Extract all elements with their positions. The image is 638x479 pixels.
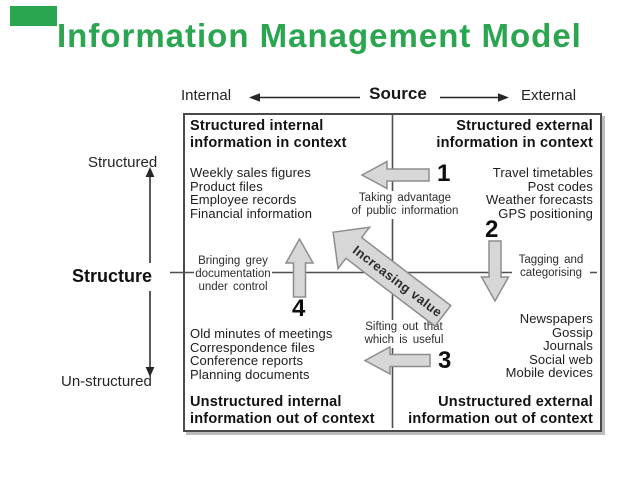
header-line: Structured internal <box>190 118 324 134</box>
list-item: Travel timetables <box>492 165 593 180</box>
list-item: Weekly sales figures <box>190 165 311 180</box>
caption-line: Tagging and <box>518 254 584 266</box>
axis-label-unstructured: Un-structured <box>61 373 152 390</box>
flow-3-number: 3 <box>438 347 452 374</box>
caption-line: documentation <box>195 267 271 280</box>
list-item: Conference reports <box>190 353 304 369</box>
flow-4-number: 4 <box>292 295 306 322</box>
axis-label-structure: Structure <box>72 266 153 286</box>
list-item: Gossip <box>551 324 593 340</box>
quadrant-top-left-items: Weekly sales figures Product files Emplo… <box>190 166 312 220</box>
list-item: Employee records <box>190 192 297 208</box>
caption-line: which is useful <box>364 333 444 346</box>
header-line: information in context <box>436 134 593 151</box>
quadrant-top-right-items: Travel timetables Post codes Weather for… <box>486 166 593 220</box>
page-title: Information Management Model <box>57 17 582 54</box>
structure-axis-down-arrow-icon <box>145 291 155 377</box>
list-item: Correspondence files <box>190 339 315 355</box>
flow-3-caption: Sifting out that which is useful <box>364 320 444 348</box>
list-item: Old minutes of meetings <box>190 326 333 341</box>
list-item: Journals <box>543 338 593 354</box>
footer-line: information out of context <box>190 410 375 427</box>
quadrant-bottom-left-items: Old minutes of meetings Correspondence f… <box>190 327 332 381</box>
list-item: Social web <box>529 351 593 367</box>
footer-line: Unstructured external <box>438 394 593 410</box>
axis-label-external: External <box>521 87 577 104</box>
caption-line: categorising <box>519 266 582 279</box>
list-item: Post codes <box>527 178 593 194</box>
list-item: Weather forecasts <box>486 192 593 208</box>
caption-line: under control <box>198 280 268 293</box>
caption-line: Taking advantage <box>358 192 452 204</box>
quadrant-bottom-right-footer: Unstructured external information out of… <box>408 394 593 427</box>
footer-line: Unstructured internal <box>190 394 342 410</box>
axis-label-source: Source <box>369 84 427 103</box>
list-item: GPS positioning <box>498 205 593 221</box>
source-axis-left-arrow-icon <box>249 93 360 102</box>
list-item: Newspapers <box>519 311 593 326</box>
caption-line: of public information <box>351 204 459 217</box>
source-axis-right-arrow-icon <box>440 93 509 102</box>
flow-2-number: 2 <box>485 216 499 243</box>
caption-line: Bringing grey <box>198 255 268 267</box>
flow-1-caption: Taking advantage of public information <box>350 191 460 219</box>
list-item: Product files <box>190 178 263 194</box>
slide-accent-bar <box>10 6 57 26</box>
footer-line: information out of context <box>408 410 593 427</box>
quadrant-top-right-header: Structured external information in conte… <box>436 118 593 151</box>
axis-label-internal: Internal <box>181 87 232 104</box>
header-line: Structured external <box>456 118 593 134</box>
header-line: information in context <box>190 134 347 151</box>
caption-line: Sifting out that <box>365 321 443 333</box>
quadrant-top-left-header: Structured internal information in conte… <box>190 118 347 151</box>
list-item: Planning documents <box>190 366 310 382</box>
flow-4-caption: Bringing grey documentation under contro… <box>194 254 272 295</box>
quadrant-bottom-right-items: Newspapers Gossip Journals Social web Mo… <box>506 312 593 380</box>
axis-label-structured: Structured <box>88 154 158 171</box>
flow-1-number: 1 <box>437 160 451 187</box>
list-item: Financial information <box>190 205 313 221</box>
list-item: Mobile devices <box>505 365 593 381</box>
quadrant-bottom-left-footer: Unstructured internal information out of… <box>190 394 375 427</box>
structure-axis-up-arrow-icon <box>145 167 155 263</box>
flow-2-caption: Tagging and categorising <box>512 253 590 281</box>
